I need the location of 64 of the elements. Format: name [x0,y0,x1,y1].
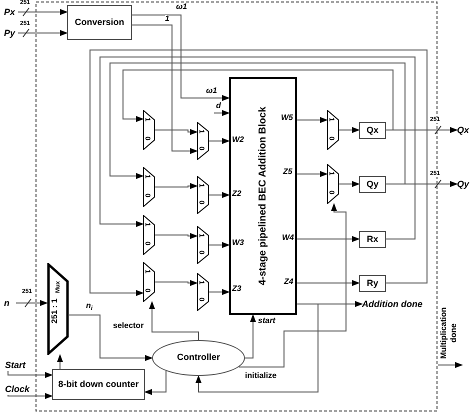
signal-name: Px [4,6,18,18]
edge-label: n$_{i}$ [86,302,93,310]
signal-wire [296,171,328,177]
edge-label: initialize [245,372,277,380]
port-label: Z3 [232,285,242,293]
signal-wire [90,50,428,296]
signal-wire [154,183,198,189]
signal-wire [16,300,48,306]
signal-name: Start [5,359,33,371]
signal-wire [438,362,463,368]
signal-wire [154,280,198,286]
edge-label: start [258,317,276,325]
signal-wire [8,393,53,399]
signal-name: Clock [5,383,33,395]
signal-wire [8,370,53,378]
port-label: W3 [232,239,244,247]
signal-wire [154,129,198,135]
signal-wire [196,304,318,392]
signal-wire [244,314,256,358]
port-label: Z5 [283,168,292,176]
signal-name: Py [4,27,18,39]
register-box: Qy [359,176,386,193]
signal-wire [132,14,230,101]
signal-wire [132,24,198,154]
signal-wire [154,233,198,239]
register-box: Rx [359,231,386,248]
signal-wire [57,354,63,370]
signal-wire [296,280,360,286]
signal-wire [238,203,346,368]
register-box: Conversion [67,5,132,40]
edge-label: ω1 [176,3,188,11]
signal-wire [296,236,360,242]
signal-wire [100,56,416,240]
signal-wire [68,314,153,361]
signal-wire [296,117,328,123]
register-box: 8-bit down counter [52,369,145,400]
port-label: Z2 [232,190,242,198]
edge-label: d [216,102,221,110]
signal-wire [214,110,230,116]
signal-wire [208,289,230,295]
signal-wire [208,138,230,144]
signal-wire [122,70,394,130]
port-label: W5 [281,114,293,122]
signal-name: Qy [457,178,474,190]
edge-label: 1 [165,15,170,23]
port-label: ω1 [206,87,218,95]
signal-wire [338,181,360,187]
signal-name: Qx [457,124,473,136]
signal-wire [208,192,230,198]
port-label: Z4 [284,278,294,286]
signal-wire [149,301,199,340]
register-box: Ry [359,275,386,292]
register-box: Qx [359,122,386,139]
signal-wire [144,370,166,395]
signal-wire [18,30,68,36]
port-label: W2 [232,136,244,144]
signal-wire [208,242,230,248]
port-label: W4 [282,234,294,242]
edge-label: selector [113,322,144,330]
signal-wire [338,127,360,133]
signal-name: n [4,296,16,310]
signal-wire [110,62,406,184]
signal-wire [18,9,68,15]
controller-ellipse: Controller [152,340,245,376]
